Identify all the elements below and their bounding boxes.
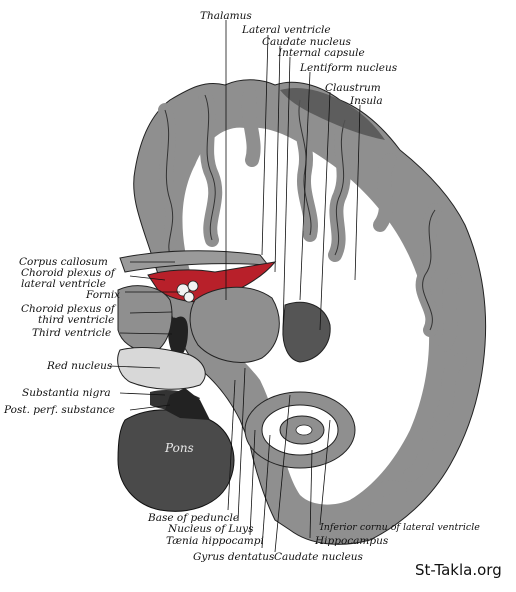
label-lentiform-nucleus: Lentiform nucleus	[299, 62, 398, 74]
label-choroid-plexus-lateral-2: lateral ventricle	[21, 278, 106, 290]
label-corpus-callosum: Corpus callosum	[19, 256, 108, 268]
label-thalamus: Thalamus	[200, 10, 252, 22]
label-claustrum: Claustrum	[325, 82, 381, 94]
label-pons: Pons	[164, 441, 194, 455]
label-post-perf-substance: Post. perf. substance	[3, 404, 115, 416]
label-choroid-plexus-lateral-1: Choroid plexus of	[21, 267, 117, 279]
lentiform-nucleus	[282, 301, 331, 363]
superior-cortex-shading	[280, 88, 385, 140]
label-third-ventricle: Third ventricle	[32, 327, 111, 339]
label-nucleus-of-luys: Nucleus of Luys	[167, 523, 254, 535]
label-insula: Insula	[349, 95, 383, 107]
gyri-outline	[164, 94, 436, 331]
pons	[117, 409, 235, 512]
label-choroid-plexus-third-2: third ventricle	[38, 314, 114, 326]
label-inferior-cornu: Inferior cornu of lateral ventricle	[319, 522, 480, 533]
hippocampus	[244, 391, 356, 469]
label-lateral-ventricle: Lateral ventricle	[241, 24, 331, 36]
label-taenia-hippocampi: Tænia hippocampi	[166, 535, 264, 547]
thalamus	[189, 286, 280, 363]
label-substantia-nigra: Substantia nigra	[22, 387, 111, 399]
label-base-of-peduncle: Base of peduncle	[147, 512, 239, 524]
third-ventricle	[168, 316, 188, 358]
label-internal-capsule: Internal capsule	[277, 47, 365, 59]
watermark-text: St-Takla.org	[415, 561, 502, 579]
label-fornix: Fornix	[85, 289, 120, 301]
label-caudate-nucleus-top: Caudate nucleus	[262, 36, 352, 48]
label-gyrus-dentatus: Gyrus dentatus	[193, 551, 275, 563]
label-red-nucleus: Red nucleus	[46, 360, 113, 372]
red-nucleus	[117, 347, 206, 390]
label-choroid-plexus-third-1: Choroid plexus of	[21, 303, 117, 315]
medial-grey-left	[117, 285, 173, 352]
label-hippocampus: Hippocampus	[314, 535, 389, 547]
label-caudate-nucleus-bottom: Caudate nucleus	[274, 551, 364, 563]
leader-lines	[109, 20, 361, 553]
peduncle-wedge	[165, 388, 210, 420]
fornix	[176, 280, 199, 303]
